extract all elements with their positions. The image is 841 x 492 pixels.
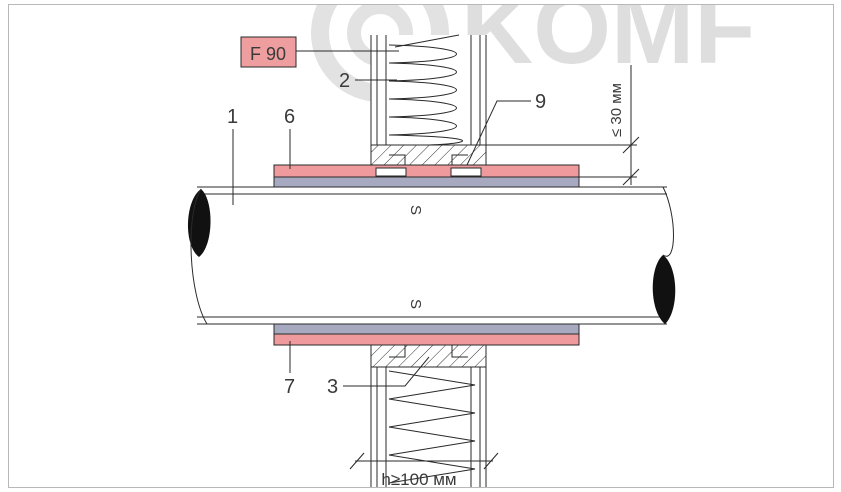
pipe	[187, 186, 676, 325]
watermark-text: KOMF	[461, 5, 755, 85]
dimension-wall: h≥100 мм	[349, 452, 499, 488]
callout-7: 7	[284, 376, 295, 398]
callout-3: 3	[327, 376, 338, 398]
dimension-wall-text: h≥100 мм	[381, 470, 456, 488]
insulation-lower	[388, 370, 476, 484]
insulation-upper	[388, 44, 463, 146]
pipe-cut-left	[187, 189, 211, 257]
liner-upper	[273, 176, 580, 188]
dimension-gap: ≤ 30 мм	[479, 65, 640, 186]
callout-6: 6	[284, 106, 295, 128]
pipe-mark-bottom: S	[407, 299, 424, 309]
callout-9: 9	[535, 91, 546, 113]
liner-lower	[273, 323, 580, 335]
rating-tag-text: F 90	[250, 44, 286, 64]
diagram-frame: KOMF	[8, 4, 834, 488]
pipe-cut-right	[652, 255, 676, 324]
callout-1: 1	[227, 106, 238, 128]
wall-upper	[370, 34, 487, 146]
callout-2: 2	[339, 70, 350, 92]
pipe-mark-top: S	[407, 205, 424, 215]
pipe-penetration-diagram: KOMF	[187, 5, 755, 488]
sleeve-upper	[273, 164, 580, 178]
dimension-gap-text: ≤ 30 мм	[608, 83, 625, 137]
rating-tag: F 90	[240, 36, 399, 68]
wall-lower	[370, 367, 487, 487]
